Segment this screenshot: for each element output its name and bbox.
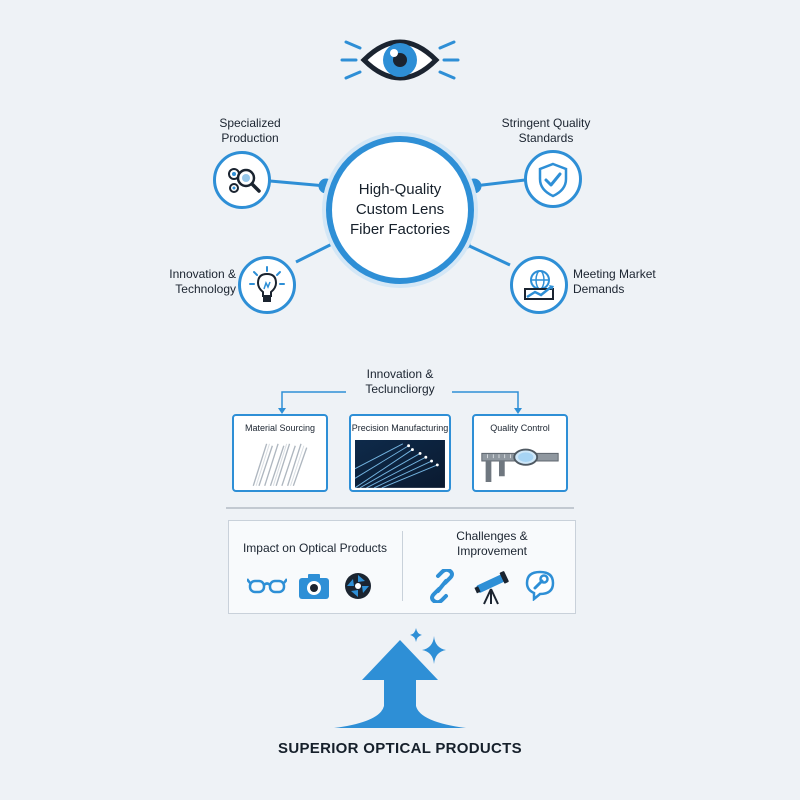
chain-link-icon <box>430 569 454 603</box>
step-material-sourcing: Material Sourcing <box>232 414 328 492</box>
arrow-up-icon <box>334 640 466 728</box>
telescope-icon <box>474 571 509 605</box>
hub-title: High-Quality Custom Lens Fiber Factories <box>349 181 451 238</box>
step-title-material-sourcing: Material Sourcing <box>244 423 316 433</box>
challenges-title: Challenges & Improvement <box>456 529 528 558</box>
globe-chart-icon <box>524 270 554 300</box>
wrench-bubble-icon <box>525 570 555 601</box>
hub-circle: High-Quality Custom Lens Fiber Factories <box>326 136 474 284</box>
label-stringent-quality: Stringent Quality Standards <box>501 116 591 145</box>
process-heading: Innovation & Tecluncliorgy <box>365 367 435 396</box>
node-specialized-production <box>213 151 271 209</box>
caliper-image <box>481 448 559 482</box>
step-quality-control: Quality Control <box>472 414 568 492</box>
fiber-strands-image <box>252 443 308 487</box>
impact-panel: Impact on Optical Products Challenges & … <box>228 520 576 614</box>
panel-divider <box>402 531 403 601</box>
eye-icon <box>340 39 460 81</box>
label-specialized-production: Specialized Production <box>219 116 281 145</box>
fiber-light-image <box>355 440 445 488</box>
label-innovation-technology: Innovation & Technology <box>169 267 236 296</box>
gears-magnifier-icon <box>228 168 261 193</box>
lightbulb-icon <box>249 266 285 302</box>
step-precision-manufacturing: Precision Manufacturing <box>349 414 451 492</box>
node-innovation-technology <box>238 256 296 314</box>
step-title-precision-manufacturing: Precision Manufacturing <box>351 423 449 433</box>
node-meeting-market <box>510 256 568 314</box>
sparkle-icon <box>410 628 446 664</box>
footer-title: SUPERIOR OPTICAL PRODUCTS <box>278 740 522 757</box>
glasses-icon <box>247 578 287 594</box>
step-title-quality-control: Quality Control <box>490 423 550 433</box>
shield-check-icon <box>538 162 568 198</box>
camera-icon <box>299 574 329 599</box>
aperture-icon <box>345 573 371 599</box>
label-meeting-market: Meeting Market Demands <box>573 267 656 296</box>
node-stringent-quality <box>524 150 582 208</box>
impact-title: Impact on Optical Products <box>242 541 388 555</box>
